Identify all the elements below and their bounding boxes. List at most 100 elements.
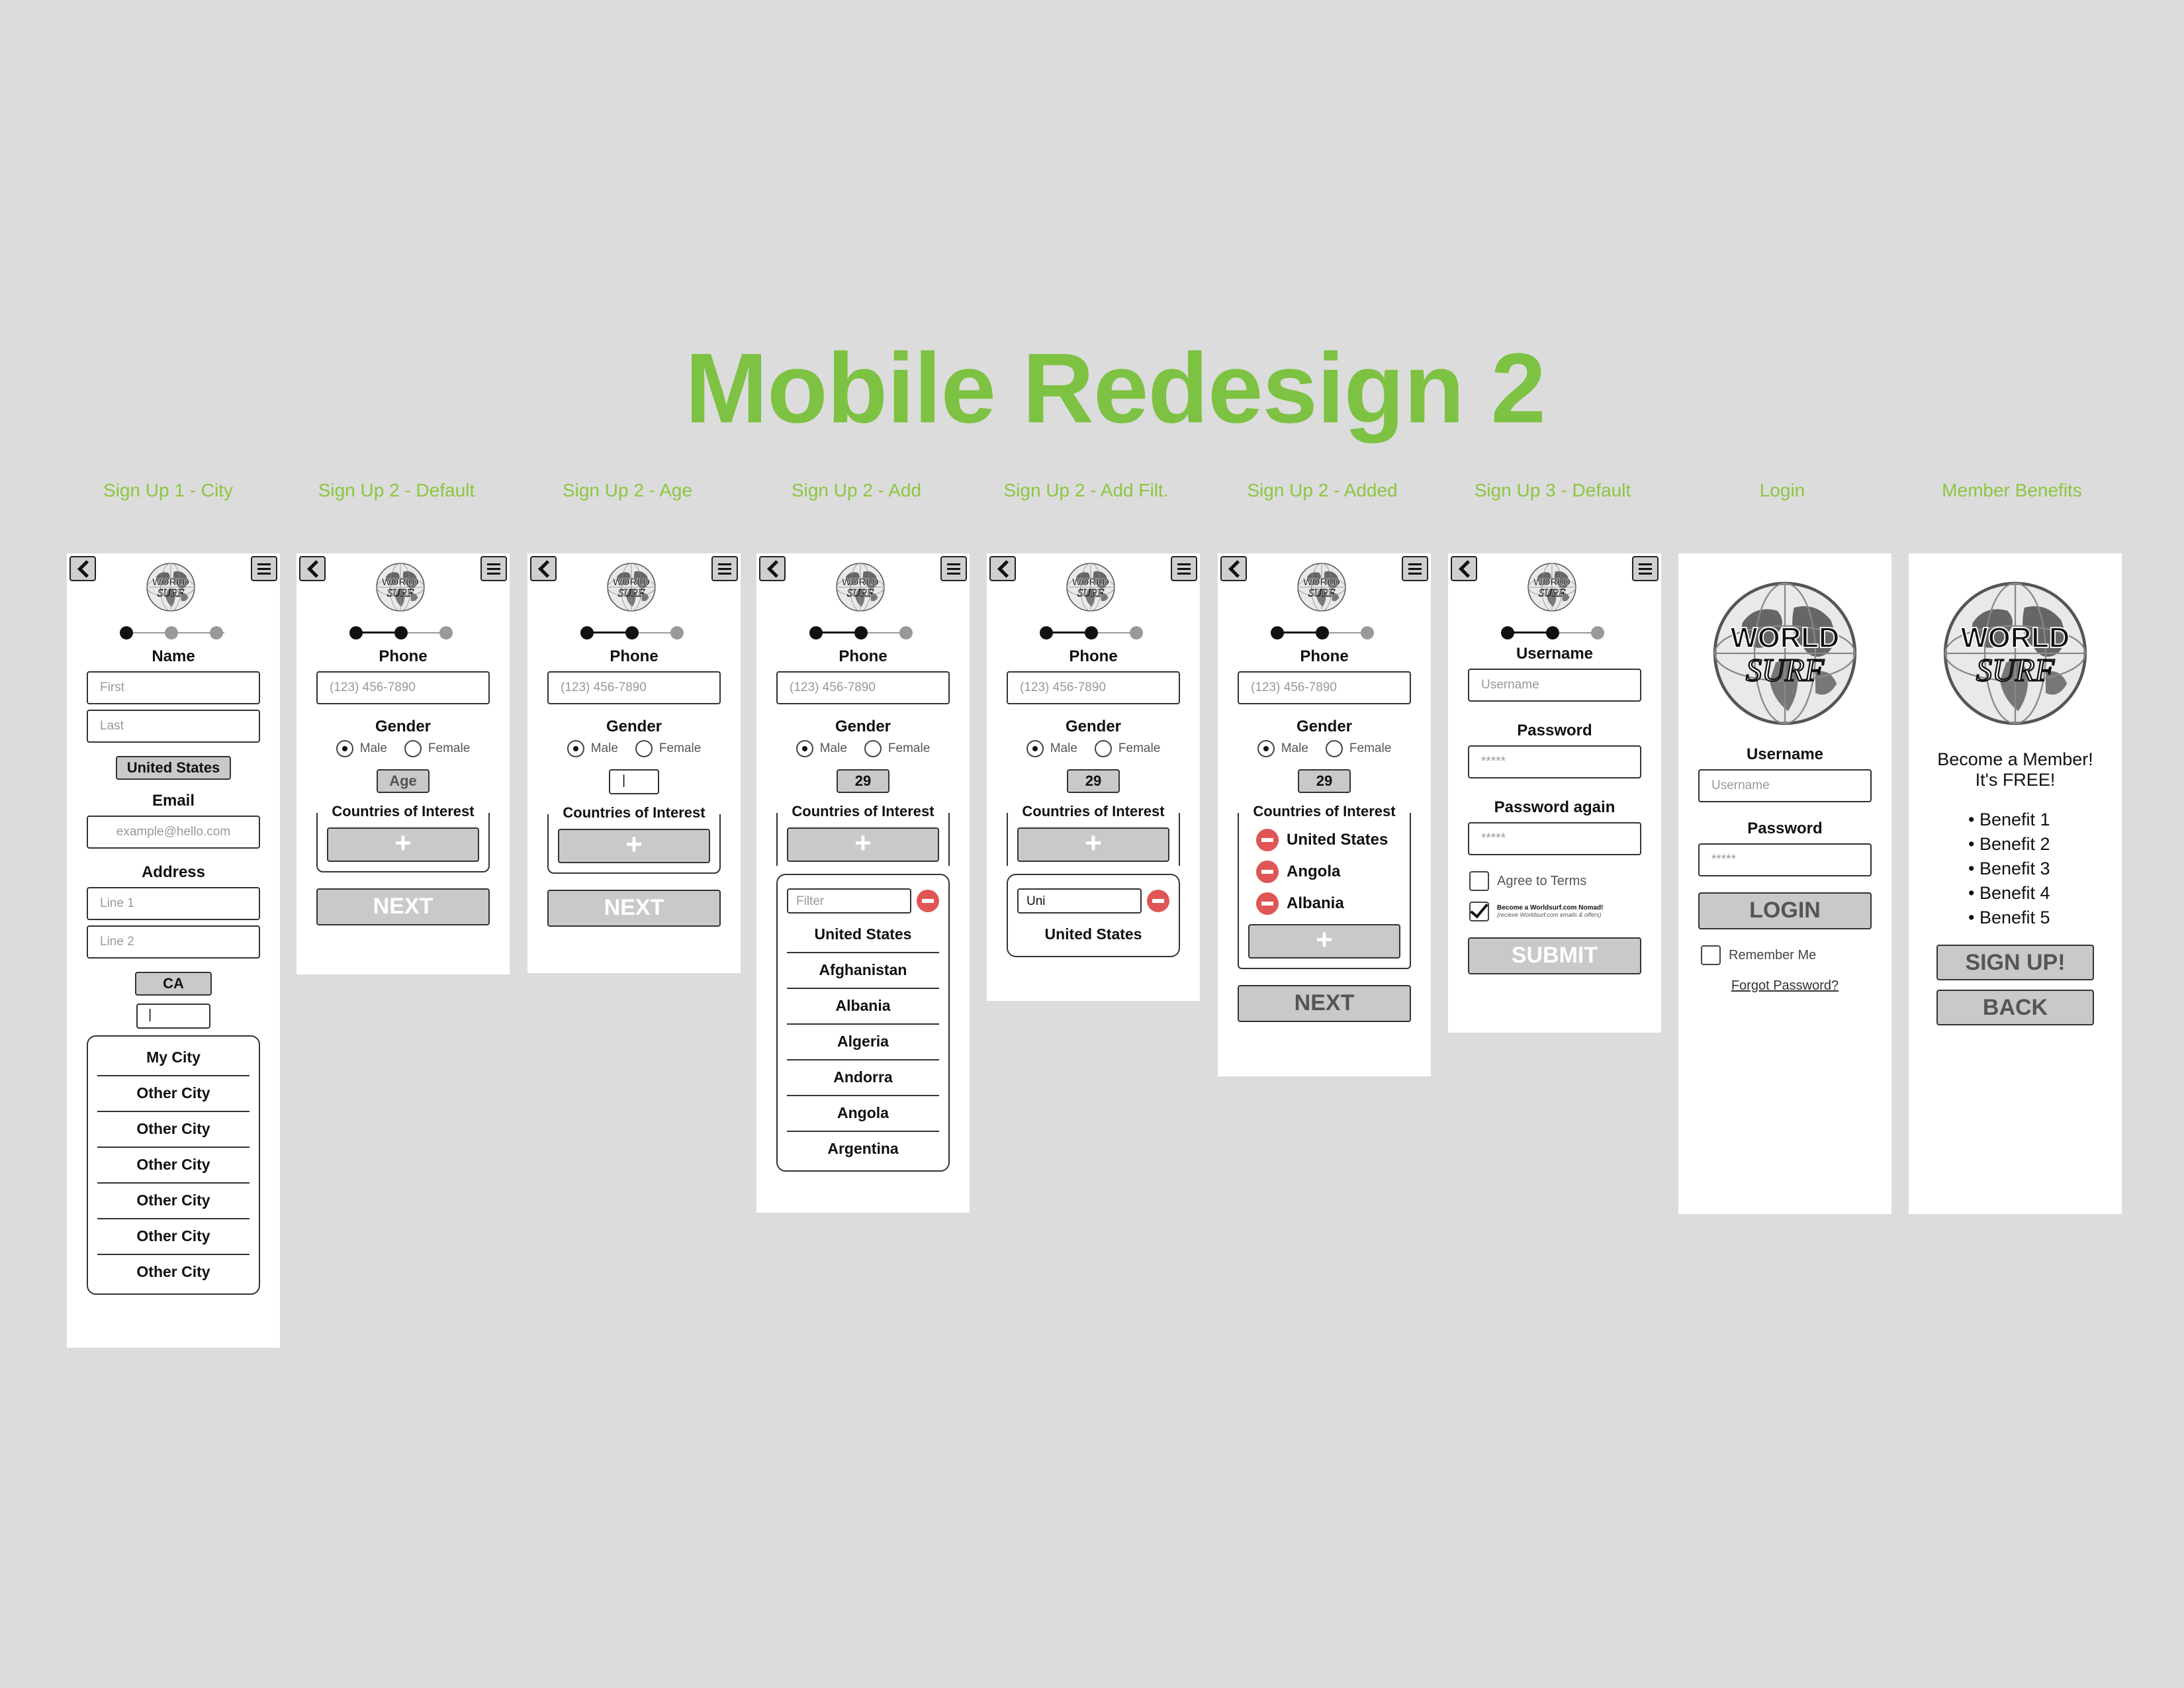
phone-input[interactable]: (123) 456-7890	[776, 671, 950, 704]
next-button[interactable]: NEXT	[316, 888, 490, 925]
back-arrow-icon[interactable]	[759, 556, 786, 581]
phone-input[interactable]: (123) 456-7890	[316, 671, 490, 704]
country-option[interactable]: Angola	[787, 1096, 939, 1132]
email-input[interactable]: example@hello.com	[87, 816, 260, 849]
city-option[interactable]: Other City	[97, 1148, 250, 1184]
remember-me-row[interactable]: Remember Me	[1701, 945, 1891, 965]
age-value[interactable]: 29	[837, 769, 889, 793]
back-arrow-icon[interactable]	[299, 556, 326, 581]
back-arrow-icon[interactable]	[1220, 556, 1247, 581]
agree-terms-row[interactable]: Agree to Terms	[1469, 871, 1661, 891]
city-option[interactable]: Other City	[97, 1184, 250, 1219]
hamburger-menu-icon[interactable]	[711, 556, 738, 581]
city-option[interactable]: Other City	[97, 1076, 250, 1112]
last-name-input[interactable]: Last	[87, 710, 260, 743]
checkbox-icon[interactable]	[1469, 871, 1489, 891]
age-button[interactable]: Age	[377, 769, 430, 793]
add-country-button[interactable]: +	[787, 827, 939, 862]
checkmark-icon[interactable]	[1469, 902, 1489, 921]
phone-input[interactable]: (123) 456-7890	[1007, 671, 1180, 704]
back-arrow-icon[interactable]	[989, 556, 1016, 581]
country-select[interactable]: United States	[116, 756, 231, 780]
age-value[interactable]: 29	[1067, 769, 1120, 793]
back-arrow-icon[interactable]	[1451, 556, 1477, 581]
next-button[interactable]: NEXT	[547, 890, 721, 927]
checkbox-icon[interactable]	[1701, 945, 1721, 965]
gender-male-radio[interactable]: Male	[1026, 740, 1077, 757]
page-title: Mobile Redesign 2	[685, 332, 1546, 444]
city-option[interactable]: Other City	[97, 1219, 250, 1255]
password-again-input[interactable]: *****	[1468, 822, 1641, 855]
age-value[interactable]: 29	[1298, 769, 1351, 793]
remove-icon[interactable]	[1256, 861, 1279, 883]
username-input[interactable]: Username	[1468, 669, 1641, 702]
remove-icon[interactable]	[1256, 829, 1279, 851]
city-input[interactable]: |	[136, 1004, 210, 1029]
nomad-row[interactable]: Become a Worldsurf.com Nomad! (recieve W…	[1469, 902, 1661, 921]
gender-radios: Male Female	[987, 740, 1200, 757]
submit-button[interactable]: SUBMIT	[1468, 937, 1641, 974]
svg-text:SURF: SURF	[1308, 586, 1336, 599]
gender-female-radio[interactable]: Female	[864, 740, 930, 757]
remove-icon[interactable]	[1147, 890, 1169, 912]
country-option[interactable]: Albania	[787, 989, 939, 1025]
address-line2-input[interactable]: Line 2	[87, 925, 260, 959]
filter-input[interactable]: Filter	[787, 888, 911, 914]
gender-male-radio[interactable]: Male	[567, 740, 618, 757]
gender-male-radio[interactable]: Male	[1257, 740, 1308, 757]
gender-male-radio[interactable]: Male	[336, 740, 387, 757]
phone-input[interactable]: (123) 456-7890	[547, 671, 721, 704]
add-country-button[interactable]: +	[558, 829, 710, 863]
gender-female-radio[interactable]: Female	[404, 740, 470, 757]
hamburger-menu-icon[interactable]	[1402, 556, 1428, 581]
gender-female-radio[interactable]: Female	[635, 740, 701, 757]
city-option[interactable]: My City	[97, 1041, 250, 1076]
city-option[interactable]: Other City	[97, 1112, 250, 1148]
hamburger-menu-icon[interactable]	[940, 556, 967, 581]
address-line1-input[interactable]: Line 1	[87, 887, 260, 920]
gender-female-radio[interactable]: Female	[1094, 740, 1160, 757]
country-dropdown: Uni United States	[1007, 874, 1180, 957]
age-input[interactable]: |	[609, 769, 659, 794]
gender-female-radio[interactable]: Female	[1325, 740, 1391, 757]
filter-input[interactable]: Uni	[1017, 888, 1142, 914]
hamburger-menu-icon[interactable]	[1171, 556, 1197, 581]
username-label: Username	[1516, 645, 1594, 663]
gender-male-radio[interactable]: Male	[796, 740, 847, 757]
state-select[interactable]: CA	[135, 972, 212, 996]
first-name-input[interactable]: First	[87, 671, 260, 704]
country-option[interactable]: Andorra	[787, 1060, 939, 1096]
login-button[interactable]: LOGIN	[1698, 892, 1872, 929]
back-arrow-icon[interactable]	[69, 556, 96, 581]
remove-icon[interactable]	[1256, 892, 1279, 915]
add-country-button[interactable]: +	[1017, 827, 1169, 862]
country-option[interactable]: Argentina	[827, 1140, 899, 1157]
hamburger-menu-icon[interactable]	[480, 556, 507, 581]
city-option[interactable]: Other City	[136, 1263, 210, 1280]
country-option[interactable]: United States	[787, 917, 939, 953]
add-country-button[interactable]: +	[1248, 924, 1400, 959]
country-option[interactable]: United States	[1044, 925, 1142, 943]
phone-input[interactable]: (123) 456-7890	[1238, 671, 1411, 704]
username-input[interactable]: Username	[1698, 769, 1872, 802]
remove-icon[interactable]	[917, 890, 939, 912]
forgot-password-link[interactable]: Forgot Password?	[1731, 978, 1839, 993]
sign-up-button[interactable]: SIGN UP!	[1936, 945, 2094, 980]
country-option[interactable]: Afghanistan	[787, 953, 939, 989]
add-country-button[interactable]: +	[327, 827, 479, 862]
hamburger-menu-icon[interactable]	[1632, 556, 1659, 581]
svg-text:SURF: SURF	[618, 586, 645, 599]
country-option[interactable]: Algeria	[787, 1025, 939, 1060]
svg-text:WORLD: WORLD	[613, 577, 650, 588]
screen-signup2-added: WORLD SURF Phone (123) 456-7890 Gender M…	[1218, 553, 1431, 1076]
password-input[interactable]: *****	[1468, 745, 1641, 778]
next-button[interactable]: NEXT	[1238, 985, 1411, 1022]
password-input[interactable]: *****	[1698, 843, 1872, 876]
countries-of-interest-box: Countries of Interest +	[547, 804, 721, 874]
back-button[interactable]: BACK	[1936, 990, 2094, 1025]
svg-text:SURF: SURF	[387, 586, 414, 599]
back-arrow-icon[interactable]	[530, 556, 557, 581]
progress-stepper	[1218, 624, 1431, 642]
screen-label: Login	[1759, 480, 1805, 500]
hamburger-menu-icon[interactable]	[251, 556, 277, 581]
